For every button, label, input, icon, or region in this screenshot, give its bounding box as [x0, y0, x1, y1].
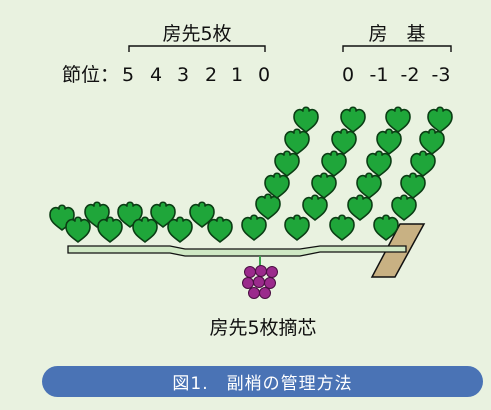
position-1: 1 — [231, 64, 243, 86]
label-fusaki-group: 房先5枚 — [162, 23, 231, 45]
label-pinching: 房先5枚摘芯 — [209, 317, 316, 339]
position-4: 4 — [150, 64, 162, 86]
label-setsui: 節位： — [62, 64, 119, 86]
position-2: 2 — [205, 64, 217, 86]
main-cane — [67, 245, 407, 257]
figure-caption-bar: 図1. 副梢の管理方法 — [42, 366, 483, 397]
label-fusa-ki: 房 基 — [368, 23, 425, 45]
position-minus-3: -3 — [432, 64, 451, 86]
position-minus-2: -2 — [401, 64, 420, 86]
position-0-right: 0 — [342, 64, 354, 86]
position-0-left: 0 — [258, 64, 270, 86]
bracket-fusaki — [128, 45, 266, 52]
figure-caption: 図1. 副梢の管理方法 — [172, 374, 353, 394]
bracket-fusa-ki — [342, 45, 452, 52]
position-3: 3 — [177, 64, 189, 86]
grape-cluster — [242, 265, 278, 299]
position-5: 5 — [122, 64, 134, 86]
position-minus-1: -1 — [370, 64, 389, 86]
leaf-row-horizontal — [49, 201, 399, 243]
